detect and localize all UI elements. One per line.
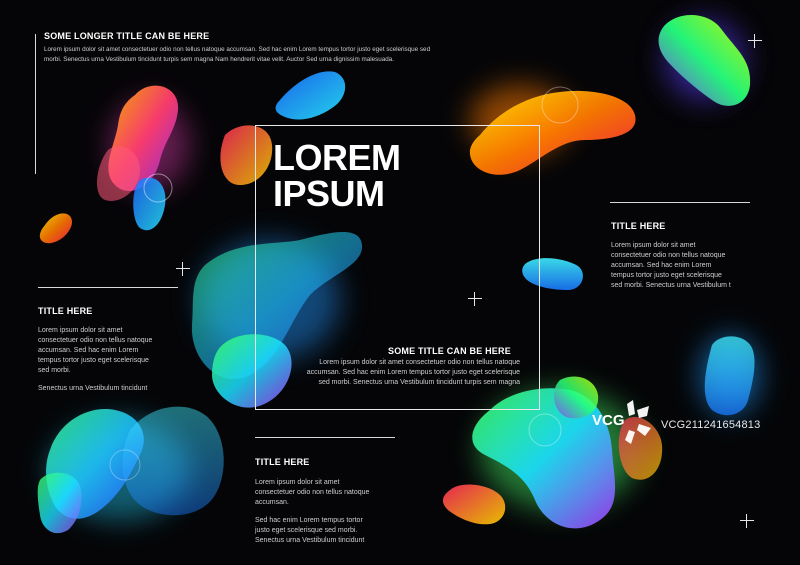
watermark-code: VCG211241654813 bbox=[661, 419, 761, 431]
main-title: LOREM IPSUM bbox=[273, 140, 401, 212]
text-line: sed morbi. Senectus urna Vestibulum tinc… bbox=[318, 379, 520, 386]
bottom-block-paragraph: Lorem ipsum dolor sit amet consectetuer … bbox=[255, 478, 405, 546]
text-line: accumsan. bbox=[255, 499, 289, 506]
left-block-title: TITLE HERE bbox=[38, 306, 93, 316]
text-line: Lorem ipsum dolor sit amet bbox=[611, 242, 696, 249]
divider-line bbox=[255, 437, 395, 439]
text-line: sed morbi. bbox=[38, 367, 71, 374]
text-line: sed morbi. Senectus urna Vestibulum t bbox=[611, 282, 731, 289]
text-line: tempus tortor justo eget scelerisque bbox=[38, 357, 149, 364]
text-line: accumsan. Sed hac enim Lorem bbox=[38, 347, 139, 354]
text-line: consectetuer odio non tellus natoque bbox=[255, 489, 370, 496]
plus-mark-icon bbox=[468, 292, 482, 306]
text-line: Lorem ipsum dolor sit amet bbox=[255, 479, 340, 486]
bottom-block-title: TITLE HERE bbox=[255, 457, 310, 467]
divider-line bbox=[38, 287, 178, 289]
text-line: accumsan. Sed hac enim Lorem bbox=[611, 262, 712, 269]
vcg-logo-icon bbox=[625, 400, 651, 444]
text-line: Lorem ipsum dolor sit amet consectetuer … bbox=[44, 46, 431, 53]
center-frame bbox=[255, 125, 540, 410]
middle-block-paragraph: Lorem ipsum dolor sit amet consectetuer … bbox=[280, 358, 520, 388]
text-line: consectetuer odio non tellus natoque bbox=[38, 337, 153, 344]
watermark-brand: VCG bbox=[592, 412, 625, 429]
divider-line bbox=[610, 202, 750, 204]
text-line: Senectus urna Vestibulum tincidunt bbox=[255, 537, 365, 544]
left-block-paragraph: Lorem ipsum dolor sit amet consectetuer … bbox=[38, 326, 178, 394]
divider-line bbox=[35, 34, 37, 174]
middle-block-title: SOME TITLE CAN BE HERE bbox=[388, 346, 511, 356]
right-block-title: TITLE HERE bbox=[611, 221, 666, 231]
plus-mark-icon bbox=[748, 34, 762, 48]
text-line: accumsan. Sed hac enim Lorem tempus tort… bbox=[306, 369, 520, 376]
text-line: Lorem ipsum dolor sit amet consectetuer … bbox=[319, 359, 520, 366]
text-line: Sed hac enim Lorem tempus tortor bbox=[255, 517, 363, 524]
main-title-line: LOREM bbox=[273, 137, 401, 178]
text-line: justo eget scelerisque sed morbi. bbox=[255, 527, 358, 534]
text-line: tempus tortor justo eget scelerisque bbox=[611, 272, 722, 279]
plus-mark-icon bbox=[740, 514, 754, 528]
text-line: morbi. Senectus urna Vestibulum tincidun… bbox=[44, 55, 394, 63]
text-line: Senectus urna Vestibulum tincidunt bbox=[38, 385, 148, 392]
text-line: Lorem ipsum dolor sit amet bbox=[38, 327, 123, 334]
main-title-line: IPSUM bbox=[273, 173, 385, 214]
right-block-paragraph: Lorem ipsum dolor sit amet consectetuer … bbox=[611, 241, 751, 291]
text-line: consectetuer odio non tellus natoque bbox=[611, 252, 726, 259]
top-title: SOME LONGER TITLE CAN BE HERE bbox=[44, 31, 210, 41]
top-paragraph: Lorem ipsum dolor sit amet consectetuer … bbox=[44, 45, 514, 64]
plus-mark-icon bbox=[176, 262, 190, 276]
